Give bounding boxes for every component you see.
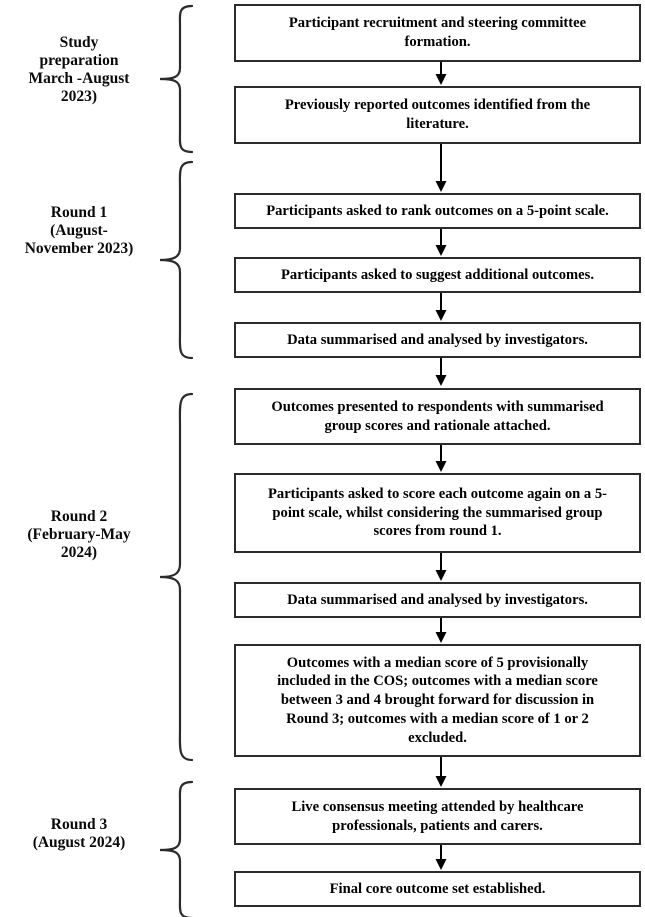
flow-box-step-9: Outcomes with a median score of 5 provis… — [234, 644, 641, 757]
flow-box-step-5: Data summarised and analysed by investig… — [234, 322, 641, 358]
arrow-down-icon-2 — [434, 144, 448, 193]
stage-label-round-2: Round 2 (February-May 2024) — [27, 508, 131, 562]
flow-box-step-4: Participants asked to suggest additional… — [234, 257, 641, 293]
arrow-down-icon-9 — [434, 757, 448, 788]
flow-box-step-6: Outcomes presented to respondents with s… — [234, 388, 641, 445]
flow-box-step-1: Participant recruitment and steering com… — [234, 4, 641, 62]
flow-box-step-11: Final core outcome set established. — [234, 871, 641, 907]
brace-study-preparation — [158, 4, 194, 154]
arrow-down-icon-7 — [434, 553, 448, 582]
arrow-down-icon-6 — [434, 445, 448, 473]
flow-box-step-7: Participants asked to score each outcome… — [234, 473, 641, 553]
flow-box-step-10: Live consensus meeting attended by healt… — [234, 788, 641, 845]
arrow-down-icon-3 — [434, 229, 448, 257]
arrow-down-icon-10 — [434, 845, 448, 871]
stage-label-study-preparation: Study preparation March -August 2023) — [28, 34, 130, 106]
flow-box-step-2: Previously reported outcomes identified … — [234, 86, 641, 144]
brace-round-2 — [158, 392, 194, 762]
brace-round-1 — [158, 160, 194, 360]
stage-label-round-1: Round 1 (August- November 2023) — [24, 204, 134, 258]
stage-label-round-3: Round 3 (August 2024) — [32, 816, 126, 852]
arrow-down-icon-8 — [434, 618, 448, 644]
arrow-down-icon-1 — [434, 62, 448, 86]
arrow-down-icon-4 — [434, 293, 448, 322]
brace-round-3 — [158, 780, 194, 917]
arrow-down-icon-5 — [434, 358, 448, 387]
flow-box-step-8: Data summarised and analysed by investig… — [234, 582, 641, 618]
flow-box-step-3: Participants asked to rank outcomes on a… — [234, 193, 641, 229]
